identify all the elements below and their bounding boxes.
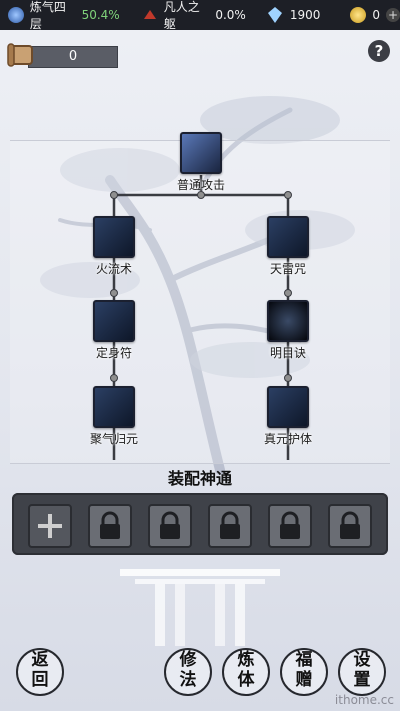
- cultivate-method-button[interactable]: 修 法: [164, 648, 212, 696]
- skill-label: 聚气归元: [89, 432, 138, 446]
- gift-button[interactable]: 福 赠: [280, 648, 328, 696]
- fire-stream-icon: [93, 216, 135, 258]
- essence-shield-icon: [267, 386, 309, 428]
- fuzeng-char-1: 福: [295, 650, 313, 670]
- qi-orb-icon: [8, 7, 24, 23]
- skill-label: 定身符: [95, 346, 132, 360]
- skill-label: 真元护体: [263, 432, 312, 446]
- back-char-2: 回: [31, 670, 49, 690]
- crystal-count[interactable]: 1900: [260, 7, 321, 23]
- cultivation-percent: 50.4%: [81, 8, 120, 22]
- locked-slot[interactable]: [208, 504, 252, 548]
- lianti-char-1: 炼: [237, 650, 255, 670]
- body-percent: 0.0%: [215, 8, 246, 22]
- help-button[interactable]: ?: [368, 40, 390, 62]
- scroll-count-value: 0: [28, 46, 118, 68]
- locked-slot[interactable]: [148, 504, 192, 548]
- binding-talisman-icon: [93, 300, 135, 342]
- skill-node-right-3[interactable]: 真元护体: [264, 386, 312, 447]
- cultivation-label: 炼气四层: [29, 0, 66, 31]
- shezhi-char-2: 置: [353, 670, 371, 690]
- add-slot-button[interactable]: [28, 504, 72, 548]
- settings-button[interactable]: 设 置: [338, 648, 386, 696]
- xiufa-char-2: 法: [179, 670, 197, 690]
- basic-attack-icon: [180, 132, 222, 174]
- pavilion-decoration: [120, 569, 280, 646]
- skill-node-right-2[interactable]: 明目诀: [266, 300, 310, 361]
- body-label: 凡人之躯: [163, 0, 200, 31]
- skill-label: 普通攻击: [176, 178, 225, 192]
- locked-slot[interactable]: [88, 504, 132, 548]
- coin-value: 0: [372, 8, 380, 22]
- body-refine-button[interactable]: 炼 体: [222, 648, 270, 696]
- thunder-curse-icon: [267, 216, 309, 258]
- skill-label: 明目诀: [269, 346, 306, 360]
- lock-icon: [100, 511, 120, 539]
- clear-eye-icon: [267, 300, 309, 342]
- back-char-1: 返: [31, 650, 49, 670]
- plus-icon: [38, 514, 62, 538]
- shezhi-char-1: 设: [353, 650, 371, 670]
- lock-icon: [340, 511, 360, 539]
- crystal-value: 1900: [289, 8, 321, 22]
- skill-node-root[interactable]: 普通攻击: [177, 132, 225, 193]
- equip-slot-bar: [12, 493, 388, 555]
- skill-node-right-1[interactable]: 天雷咒: [266, 216, 310, 277]
- xiufa-char-1: 修: [179, 650, 197, 670]
- add-coin-button[interactable]: +: [386, 8, 400, 22]
- lock-icon: [220, 511, 240, 539]
- skill-node-left-2[interactable]: 定身符: [92, 300, 136, 361]
- equip-title: 装配神通: [167, 469, 232, 488]
- skill-node-left-3[interactable]: 聚气归元: [90, 386, 138, 447]
- skill-label: 火流术: [95, 262, 132, 276]
- status-bar: 炼气四层 50.4% 凡人之躯 0.0% 1900 0 +: [0, 0, 400, 32]
- skill-node-left-1[interactable]: 火流术: [92, 216, 136, 277]
- watermark: ithome.cc: [334, 693, 394, 707]
- back-button[interactable]: 返 回: [16, 648, 64, 696]
- body-status[interactable]: 凡人之躯 0.0%: [134, 0, 246, 32]
- locked-slot[interactable]: [268, 504, 312, 548]
- locked-slot[interactable]: [328, 504, 372, 548]
- lock-icon: [160, 511, 180, 539]
- coin-icon: [350, 7, 367, 23]
- cultivation-status[interactable]: 炼气四层 50.4%: [0, 0, 120, 32]
- coin-count[interactable]: 0 +: [342, 7, 400, 23]
- scroll-counter: 0: [6, 40, 118, 70]
- skill-label: 天雷咒: [269, 262, 306, 276]
- fuzeng-char-2: 赠: [295, 670, 313, 690]
- scroll-icon: [7, 43, 33, 67]
- lock-icon: [280, 511, 300, 539]
- crystal-icon: [267, 7, 284, 23]
- gather-qi-icon: [93, 386, 135, 428]
- lianti-char-2: 体: [237, 670, 255, 690]
- body-rank-icon: [142, 7, 158, 23]
